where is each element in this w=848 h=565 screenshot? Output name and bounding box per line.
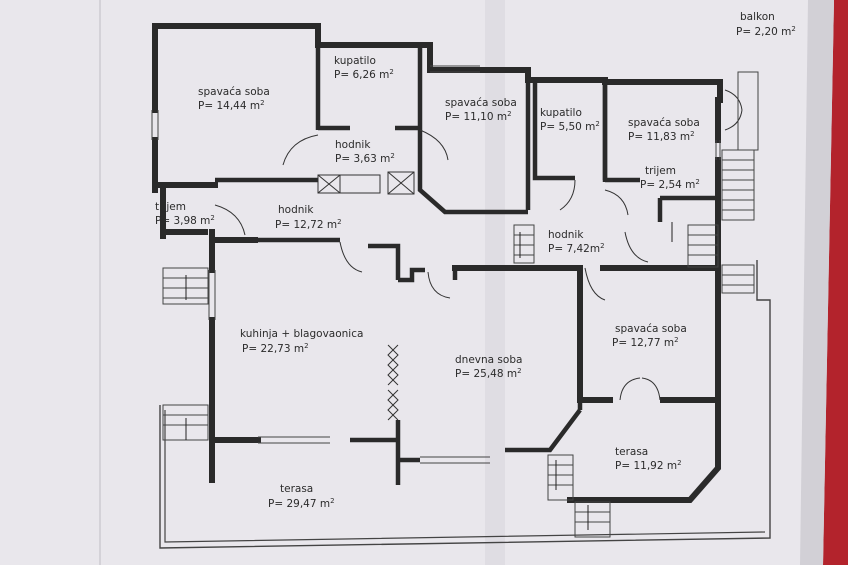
area-unit-superscript: 2 <box>507 110 511 118</box>
room-name-spavaca-3: spavaća soba <box>628 117 700 129</box>
room-name-spavaca-1: spavaća soba <box>198 86 270 98</box>
area-unit-superscript: 2 <box>210 214 214 222</box>
room-labels: balkon P= 2,20 m2 spavaća soba P= 14,44 … <box>155 11 796 510</box>
area-unit-superscript: 2 <box>595 120 599 128</box>
walls <box>151 23 771 549</box>
room-area-kuhinja: P= 22,73 m2 <box>242 342 309 355</box>
room-area-spavaca-4: P= 12,77 m2 <box>612 336 679 349</box>
room-area-terasa-2: P= 29,47 m2 <box>268 497 335 510</box>
area-unit-superscript: 2 <box>260 99 264 107</box>
area-unit-superscript: 2 <box>690 130 694 138</box>
room-name-spavaca-4: spavaća soba <box>615 323 687 335</box>
room-area-kupatilo-1: P= 6,26 m2 <box>334 68 394 81</box>
room-name-balkon: balkon <box>740 11 775 23</box>
area-unit-superscript: 2 <box>677 459 681 467</box>
room-name-hodnik-2: hodnik <box>278 204 314 216</box>
room-name-kupatilo-1: kupatilo <box>334 55 376 67</box>
room-area-kupatilo-2: P= 5,50 m2 <box>540 120 600 133</box>
room-area-hodnik-3: P= 7,42m2 <box>548 242 605 255</box>
room-name-spavaca-2: spavaća soba <box>445 97 517 109</box>
area-unit-superscript: 2 <box>517 367 521 375</box>
area-unit-superscript: 2 <box>304 342 308 350</box>
room-name-trijem-2: trijem <box>155 201 186 213</box>
area-unit-superscript: 2 <box>389 68 393 76</box>
area-unit-superscript: 2 <box>330 497 334 505</box>
room-area-hodnik-2: P= 12,72 m2 <box>275 218 342 231</box>
room-area-terasa-1: P= 11,92 m2 <box>615 459 682 472</box>
room-area-spavaca-3: P= 11,83 m2 <box>628 130 695 143</box>
room-name-dnevna: dnevna soba <box>455 354 522 366</box>
area-unit-superscript: 2 <box>600 242 604 250</box>
area-unit-superscript: 2 <box>674 336 678 344</box>
room-name-terasa-2: terasa <box>280 483 313 495</box>
room-area-trijem-2: P= 3,98 m2 <box>155 214 215 227</box>
room-area-balkon: P= 2,20 m2 <box>736 25 796 38</box>
room-name-terasa-1: terasa <box>615 446 648 458</box>
room-name-hodnik-3: hodnik <box>548 229 584 241</box>
area-unit-superscript: 2 <box>791 25 795 33</box>
room-area-trijem-1: P= 2,54 m2 <box>640 178 700 191</box>
room-name-trijem-1: trijem <box>645 165 676 177</box>
room-area-spavaca-2: P= 11,10 m2 <box>445 110 512 123</box>
paper-edge-shadow <box>800 0 834 565</box>
area-unit-superscript: 2 <box>390 152 394 160</box>
area-unit-superscript: 2 <box>337 218 341 226</box>
paper-fold-shadow <box>485 0 505 565</box>
room-area-spavaca-1: P= 14,44 m2 <box>198 99 265 112</box>
area-unit-superscript: 2 <box>695 178 699 186</box>
room-area-hodnik-1: P= 3,63 m2 <box>335 152 395 165</box>
room-name-kupatilo-2: kupatilo <box>540 107 582 119</box>
room-name-kuhinja: kuhinja + blagovaonica <box>240 328 363 340</box>
room-area-dnevna: P= 25,48 m2 <box>455 367 522 380</box>
room-name-hodnik-1: hodnik <box>335 139 371 151</box>
